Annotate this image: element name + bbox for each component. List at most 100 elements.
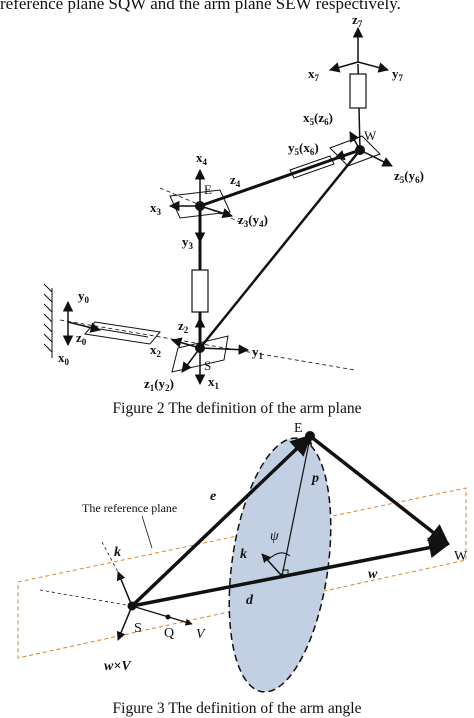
label-z3-end: ) [264, 212, 268, 227]
svg-text:z4: z4 [230, 172, 241, 189]
label-z1-rest: (y [154, 376, 165, 391]
label-y0-sub: 0 [85, 295, 90, 305]
svg-text:y0: y0 [78, 288, 90, 305]
point-s [127, 601, 137, 611]
vector-wxv [116, 605, 133, 641]
label-y5-sub2: 6 [310, 147, 315, 157]
label-y5: y [288, 140, 295, 155]
label-x0: x [58, 350, 65, 365]
label-z5-sub: 5 [400, 175, 405, 185]
vector-e [130, 434, 312, 608]
joint-e-dot [195, 201, 205, 211]
label-y0: y [78, 288, 85, 303]
label-y7: y [392, 66, 399, 81]
label-y3-sub: 3 [189, 241, 194, 251]
label-z1: z [144, 376, 150, 391]
svg-text:y7: y7 [392, 66, 404, 83]
label3-psi: ψ [270, 529, 279, 544]
label-x5-rest: (z [314, 110, 324, 125]
label-y5-sub: 5 [295, 147, 300, 157]
ref-plane-leader [141, 515, 153, 549]
vector-k-mid [261, 553, 283, 577]
label-y7-sub: 7 [399, 73, 404, 83]
svg-text:z0: z0 [76, 330, 87, 347]
label-x1: x [208, 374, 215, 389]
psi-arc [267, 552, 291, 561]
frame-7 [328, 26, 390, 73]
point-center [279, 573, 285, 579]
svg-text:x2: x2 [150, 342, 162, 359]
upper-arm-actuator [191, 269, 209, 313]
base-link-plate [84, 321, 161, 345]
label-z0-sub: 0 [82, 337, 87, 347]
vector-p [281, 437, 313, 577]
label-y5-end: ) [314, 140, 318, 155]
figure-3-caption: Figure 3 The definition of the arm angle [112, 700, 362, 717]
label-x5-end: ) [329, 110, 333, 125]
label-z3: z [238, 212, 244, 227]
label-z2-sub: 2 [184, 325, 189, 335]
svg-text:z3(y4): z3(y4) [238, 212, 268, 229]
forearm-plate [289, 155, 335, 179]
svg-text:x5(z6): x5(z6) [303, 110, 333, 127]
joint-w-dot [355, 145, 365, 155]
label-e: E [204, 182, 212, 197]
base-wall-hatch [43, 283, 53, 358]
s-dashed-line [39, 589, 133, 607]
forearm-link [199, 148, 361, 208]
label3-s: S [134, 621, 142, 636]
label-x5-sub2: 6 [324, 117, 329, 127]
label-z1-sub2: 2 [165, 383, 170, 393]
label-z3-rest: (y [248, 212, 259, 227]
s-w-line [199, 149, 361, 349]
svg-text:y3: y3 [182, 234, 194, 251]
label-z5: z [394, 168, 400, 183]
svg-text:x3: x3 [150, 200, 162, 217]
vector-w [131, 537, 451, 608]
label3-w: W [454, 549, 468, 564]
svg-text:x4: x4 [196, 150, 208, 167]
label-z3-sub: 3 [244, 219, 249, 229]
point-e [305, 431, 315, 441]
svg-text:z1(y2): z1(y2) [144, 376, 174, 393]
s-joint-plate [171, 335, 229, 373]
svg-text:z7: z7 [352, 12, 363, 29]
point-q [165, 614, 171, 620]
figure-2-arm-plane-diagram: z7 x7 y7 x5(z6) W y5(x6) z5(y6) x4 E z4 … [43, 12, 424, 393]
label-x4-sub: 4 [203, 157, 208, 167]
wrist-actuator [349, 73, 367, 109]
label-z2: z [178, 318, 184, 333]
label-w: W [364, 128, 377, 143]
label3-wxv: w×V [104, 659, 132, 674]
label-x5: x [303, 110, 310, 125]
label-x7: x [308, 66, 315, 81]
figure-2-caption: Figure 2 The definition of the arm plane [112, 400, 362, 417]
svg-text:z2: z2 [178, 318, 189, 335]
label3-v: V [196, 627, 206, 642]
label3-k-left: k [114, 545, 121, 560]
label3-e-vector: e [210, 489, 216, 504]
svg-text:x1: x1 [208, 374, 220, 391]
vector-v [131, 605, 193, 626]
label-z0: z [76, 330, 82, 345]
label-s: S [204, 358, 211, 373]
label-z5-sub2: 6 [415, 175, 420, 185]
svg-text:z5(y6): z5(y6) [394, 168, 424, 185]
label-z5-end: ) [420, 168, 424, 183]
label3-reference-plane: The reference plane [82, 501, 177, 515]
label-x0-sub: 0 [65, 357, 70, 367]
label-x3-sub: 3 [157, 207, 162, 217]
label-x5-sub: 5 [310, 117, 315, 127]
arm-angle-disk [228, 437, 332, 693]
top-text-line: reference plane SQW and the arm plane SE… [0, 0, 401, 13]
label-y1: y [252, 344, 259, 359]
label3-w-vector: w [368, 567, 378, 582]
label-z7-sub: 7 [358, 19, 363, 29]
label-z4: z [230, 172, 236, 187]
label3-k-mid: k [240, 547, 247, 562]
label-x3: x [150, 200, 157, 215]
right-angle-mark [282, 569, 289, 576]
label-x2: x [150, 342, 157, 357]
label-z5-rest: (y [404, 168, 415, 183]
